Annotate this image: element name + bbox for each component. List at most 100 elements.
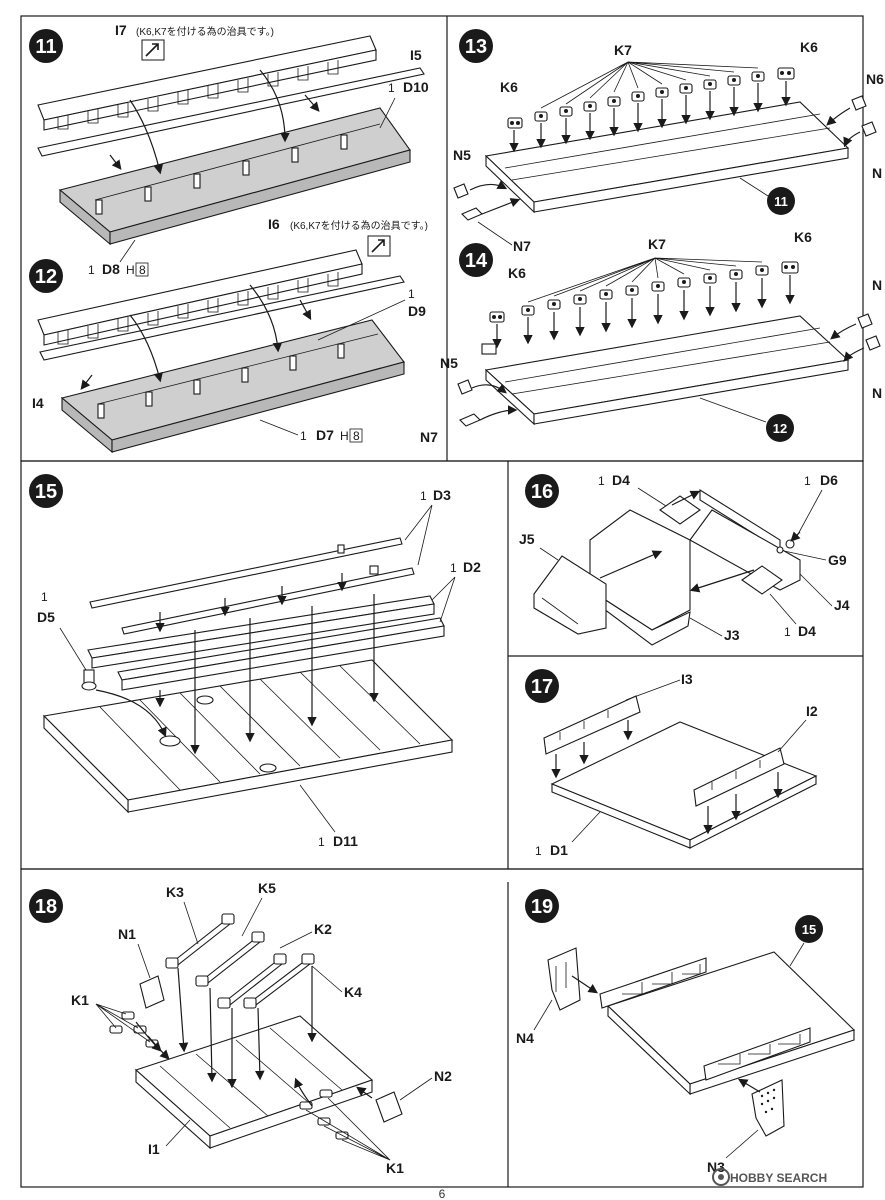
label-d1: D1: [550, 842, 568, 858]
arrow-n5-14: [471, 383, 507, 394]
arrow-n-a-14: [830, 323, 857, 340]
step-19: 19 15 N4 N3: [516, 889, 856, 1175]
jig-i7-edge: [43, 49, 377, 131]
jig-i6-teeth: [57, 272, 339, 345]
step-badge-18: [29, 889, 63, 923]
label-d8: D8: [102, 261, 120, 277]
floor-ring-mid: [196, 695, 214, 705]
down-arrows-17: [551, 720, 783, 835]
hobby-search-logo-icon: [712, 1168, 730, 1186]
end-block-14: [481, 343, 497, 355]
bogies-18: [165, 913, 315, 1009]
ref-step-15: 15: [802, 922, 816, 937]
jig-i6-edge: [43, 263, 363, 346]
arrow-d5: [95, 689, 167, 738]
label-n7-14: N7: [420, 429, 438, 445]
label-k1-top: K1: [71, 992, 89, 1008]
leader-d7: [259, 419, 299, 436]
ref-badge-11: [767, 187, 795, 215]
bracket-n3-holes: [760, 1088, 776, 1114]
rail-i4-shape: [39, 275, 405, 361]
down-arrows-15: [155, 573, 379, 755]
label-k5: K5: [258, 880, 276, 896]
label-k7-14: K7: [648, 236, 666, 252]
step-badge-11: [29, 29, 63, 63]
label-k3: K3: [166, 884, 184, 900]
arrow-d4-top: [671, 490, 701, 506]
panel-j5: [533, 555, 607, 635]
label-i3: I3: [681, 671, 693, 687]
arrow-i5-right: [304, 94, 320, 112]
runner-letter-d8: H: [126, 263, 135, 277]
step-badge-14: [459, 243, 493, 277]
plate-d9-side: [111, 361, 405, 453]
step-badge-12: [29, 259, 63, 293]
step-number-14: 14: [465, 250, 488, 272]
jig-note-11: (K6,K7を付ける為の治具です。): [136, 25, 274, 38]
wall-19-back: [599, 957, 707, 1009]
step-13: 13: [453, 29, 884, 254]
bracket-n3: [751, 1079, 785, 1137]
arrow-i7-down: [129, 99, 164, 175]
rail-d3-tab-1: [337, 544, 345, 554]
arrow-i6-right: [249, 284, 283, 353]
step-number-16: 16: [531, 481, 553, 503]
label-n7-13: N7: [513, 238, 531, 254]
arrow-i7-right: [259, 69, 290, 143]
label-n5-14: N5: [440, 355, 458, 371]
label-i7: I7: [115, 22, 127, 38]
block-d4-top: [659, 495, 701, 525]
plate-pins-11: [94, 123, 381, 215]
runner-mark-d2: 1: [450, 561, 457, 575]
arrow-n3: [737, 1078, 761, 1093]
n6-bracket-13: [851, 95, 877, 137]
step-16: 16 1 D4 1 D6 J5 G9 J4 J3 1 D4: [519, 472, 850, 646]
part-g9: [776, 546, 784, 554]
plate-n2: [375, 1091, 403, 1123]
k-arrows-13: [509, 81, 791, 153]
label-k6-right-13: K6: [800, 39, 818, 55]
runner-mark-d10: 1: [388, 81, 395, 95]
arrow-d4-bottom: [689, 569, 755, 593]
rail-i3-tabs: [559, 710, 609, 740]
runner-mark-d11: 1: [318, 835, 325, 849]
arrow-n5-13: [469, 180, 508, 191]
wall-19-windows: [622, 964, 701, 995]
label-d10: D10: [403, 79, 429, 95]
label-d6: D6: [820, 472, 838, 488]
label-k1-bottom: K1: [386, 1160, 404, 1176]
rail-i2: [693, 747, 785, 807]
arrow-i6-down: [129, 314, 163, 383]
n5-bracket-14: [457, 379, 473, 395]
leader-k1-bottom: [305, 1097, 391, 1161]
jig-tool-icon: [367, 235, 391, 257]
label-d9: D9: [408, 303, 426, 319]
leader-k1-top: [95, 1003, 151, 1043]
label-d4-top: D4: [612, 472, 630, 488]
step-14: 14 K7 K6: [420, 229, 882, 445]
label-d5: D5: [37, 609, 55, 625]
label-n5-13: N5: [453, 147, 471, 163]
label-j4: J4: [834, 597, 850, 613]
plate-d1-top: [550, 721, 818, 841]
arrow-n7-13: [481, 198, 521, 215]
step-15: 15 1 D3 1 D: [29, 474, 481, 849]
ref-step-11: 11: [774, 194, 788, 209]
label-i5: I5: [410, 47, 422, 63]
runner-mark-d4-top: 1: [598, 474, 605, 488]
label-k4: K4: [344, 984, 362, 1000]
ref-badge-15: [795, 915, 823, 943]
runner-letter-d7: H: [340, 429, 349, 443]
rail-d3-tab-2: [369, 565, 379, 575]
label-k7-13: K7: [614, 42, 632, 58]
panel-frames: [20, 15, 864, 1188]
runner-no-d7: 8: [353, 429, 360, 443]
arrow-j5: [599, 550, 663, 579]
n7-bracket-14: [459, 413, 481, 427]
plate-pins-12: [97, 333, 379, 419]
arrow-i4-left: [80, 374, 93, 390]
floor-ring-left: [159, 735, 181, 747]
k7-couplers-13: [507, 67, 795, 129]
step-badge-16: [525, 474, 559, 508]
